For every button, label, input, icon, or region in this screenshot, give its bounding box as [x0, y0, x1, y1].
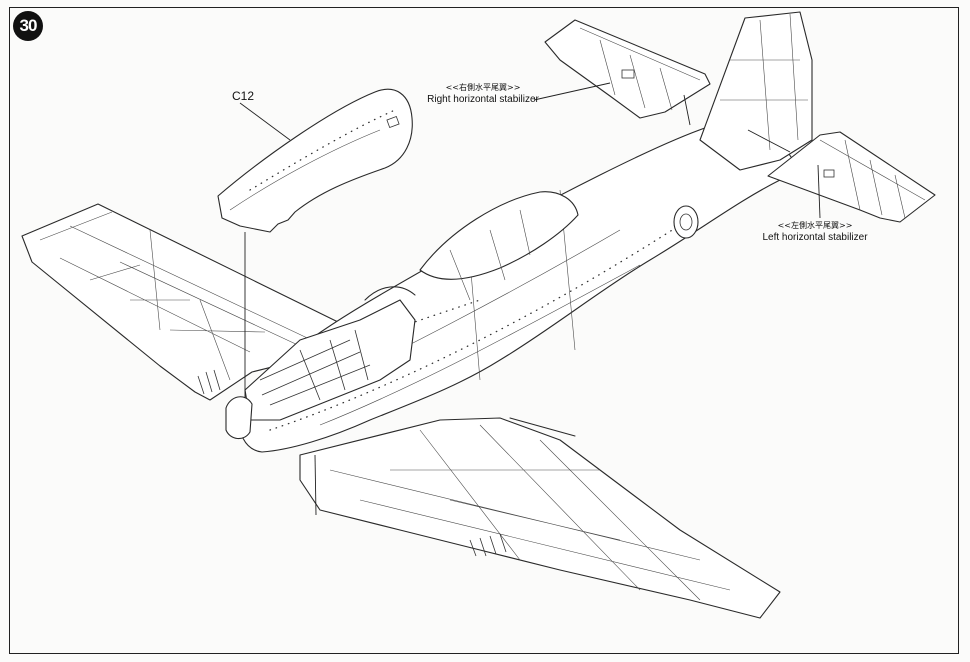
left-stabilizer-label: <<左側水平尾翼>> Left horizontal stabilizer: [756, 220, 874, 245]
step-number-badge: 30: [13, 11, 43, 41]
left-wing: [21, 203, 339, 401]
leader-lines: [239, 82, 821, 516]
fuselage: [225, 11, 813, 453]
left-stabilizer-en-text: Left horizontal stabilizer: [762, 232, 868, 243]
right-horizontal-stabilizer: [544, 19, 711, 119]
right-stabilizer-label: <<右側水平尾翼>> Right horizontal stabilizer: [418, 82, 548, 107]
page-border: [9, 7, 959, 654]
part-c12-label: C12: [232, 89, 255, 103]
right-stabilizer-en-text: Right horizontal stabilizer: [427, 94, 539, 105]
c12-cowling-panel: [217, 88, 413, 233]
left-horizontal-stabilizer: [767, 131, 936, 223]
right-stabilizer-cn-text: <<右側水平尾翼>>: [445, 83, 521, 92]
left-stabilizer-cn-text: <<左側水平尾翼>>: [777, 221, 853, 230]
right-wing: [299, 417, 781, 619]
